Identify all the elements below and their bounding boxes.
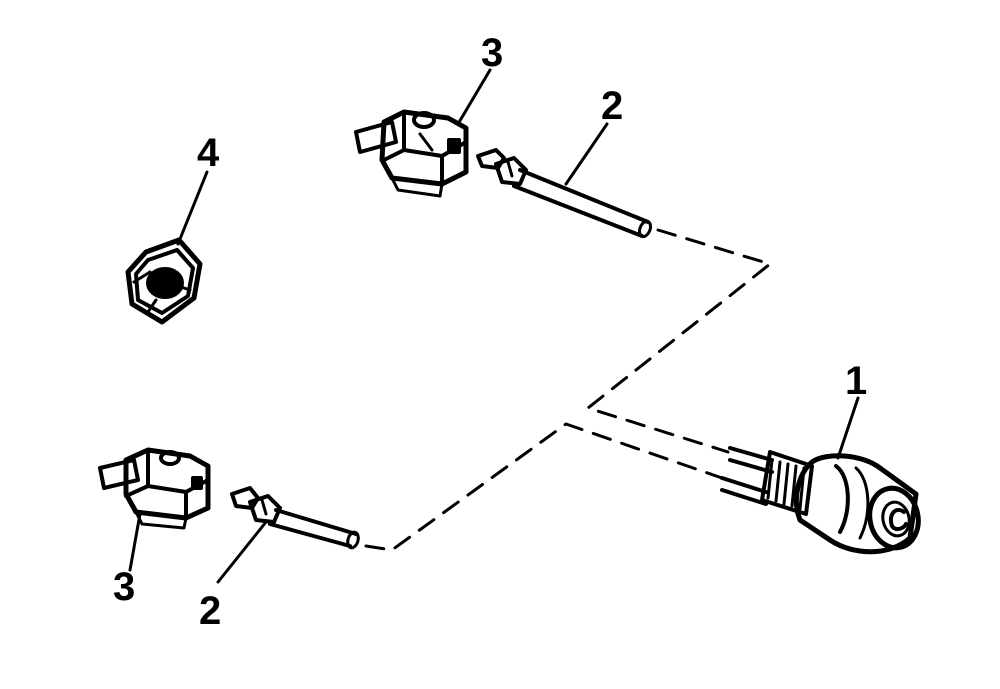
hex-nut-part-4 [125, 237, 203, 325]
terminal-wire-bottom-part-2 [230, 486, 360, 550]
leader-line-1 [836, 396, 860, 460]
leader-line-3-top [456, 68, 492, 126]
callout-4: 4 [197, 131, 220, 175]
terminal-wire-top-part-2 [476, 148, 653, 239]
connector-housing-top-part-3 [354, 109, 469, 198]
callout-2-bottom: 2 [199, 589, 221, 633]
callout-2-top: 2 [601, 84, 623, 128]
callout-3-top: 3 [481, 31, 503, 75]
leader-line-2-top [564, 122, 609, 186]
leader-line-2-bottom [216, 520, 268, 584]
leader-line-4 [176, 170, 209, 246]
callout-3-bottom: 3 [113, 565, 135, 609]
connector-housing-bottom-part-3 [98, 447, 211, 530]
dashed-wire-routing [364, 228, 772, 552]
callout-1: 1 [845, 359, 867, 403]
leader-line-3-bottom [128, 512, 142, 572]
sensor-switch-part-1 [720, 446, 921, 555]
